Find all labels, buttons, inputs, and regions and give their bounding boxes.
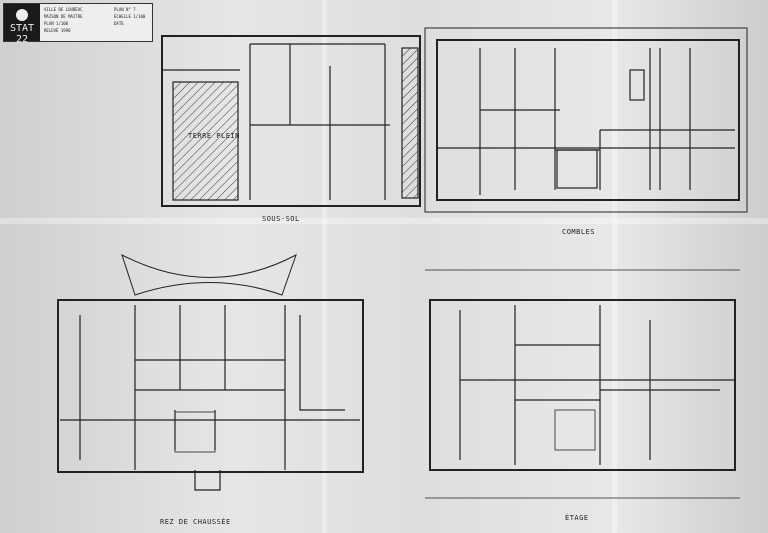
ground-floor-label: REZ DE CHAUSSÉE [160,518,231,526]
title-info: PLAN N° 7 [114,7,136,12]
title-line: RELEVÉ 1990 [44,28,71,33]
fold-line [612,0,617,533]
ground-floor-plan [57,253,364,491]
fold-line [322,0,327,533]
basement-plan [161,35,421,207]
title-line: PLAN 1/100 [44,21,69,26]
basement-label: SOUS-SOL [262,215,300,223]
upper-floor-label: ÉTAGE [565,514,589,522]
upper-floor-plan [425,269,740,499]
title-line: VILLE DE LOUDÉAC [44,7,83,12]
logo-text: STAT 22 [9,23,35,45]
attic-plan [424,27,748,213]
title-info: DATE [114,21,124,26]
title-line: MAISON DE MAITRE [44,14,83,19]
terre-plein-label: TERRE PLEIN [188,132,240,140]
attic-label: COMBLES [562,228,596,236]
title-info: ÉCHELLE 1/100 [114,14,146,19]
title-block: STAT 22 VILLE DE LOUDÉAC MAISON DE MAITR… [3,3,153,45]
fold-line [0,218,768,224]
logo: STAT 22 [4,4,40,45]
